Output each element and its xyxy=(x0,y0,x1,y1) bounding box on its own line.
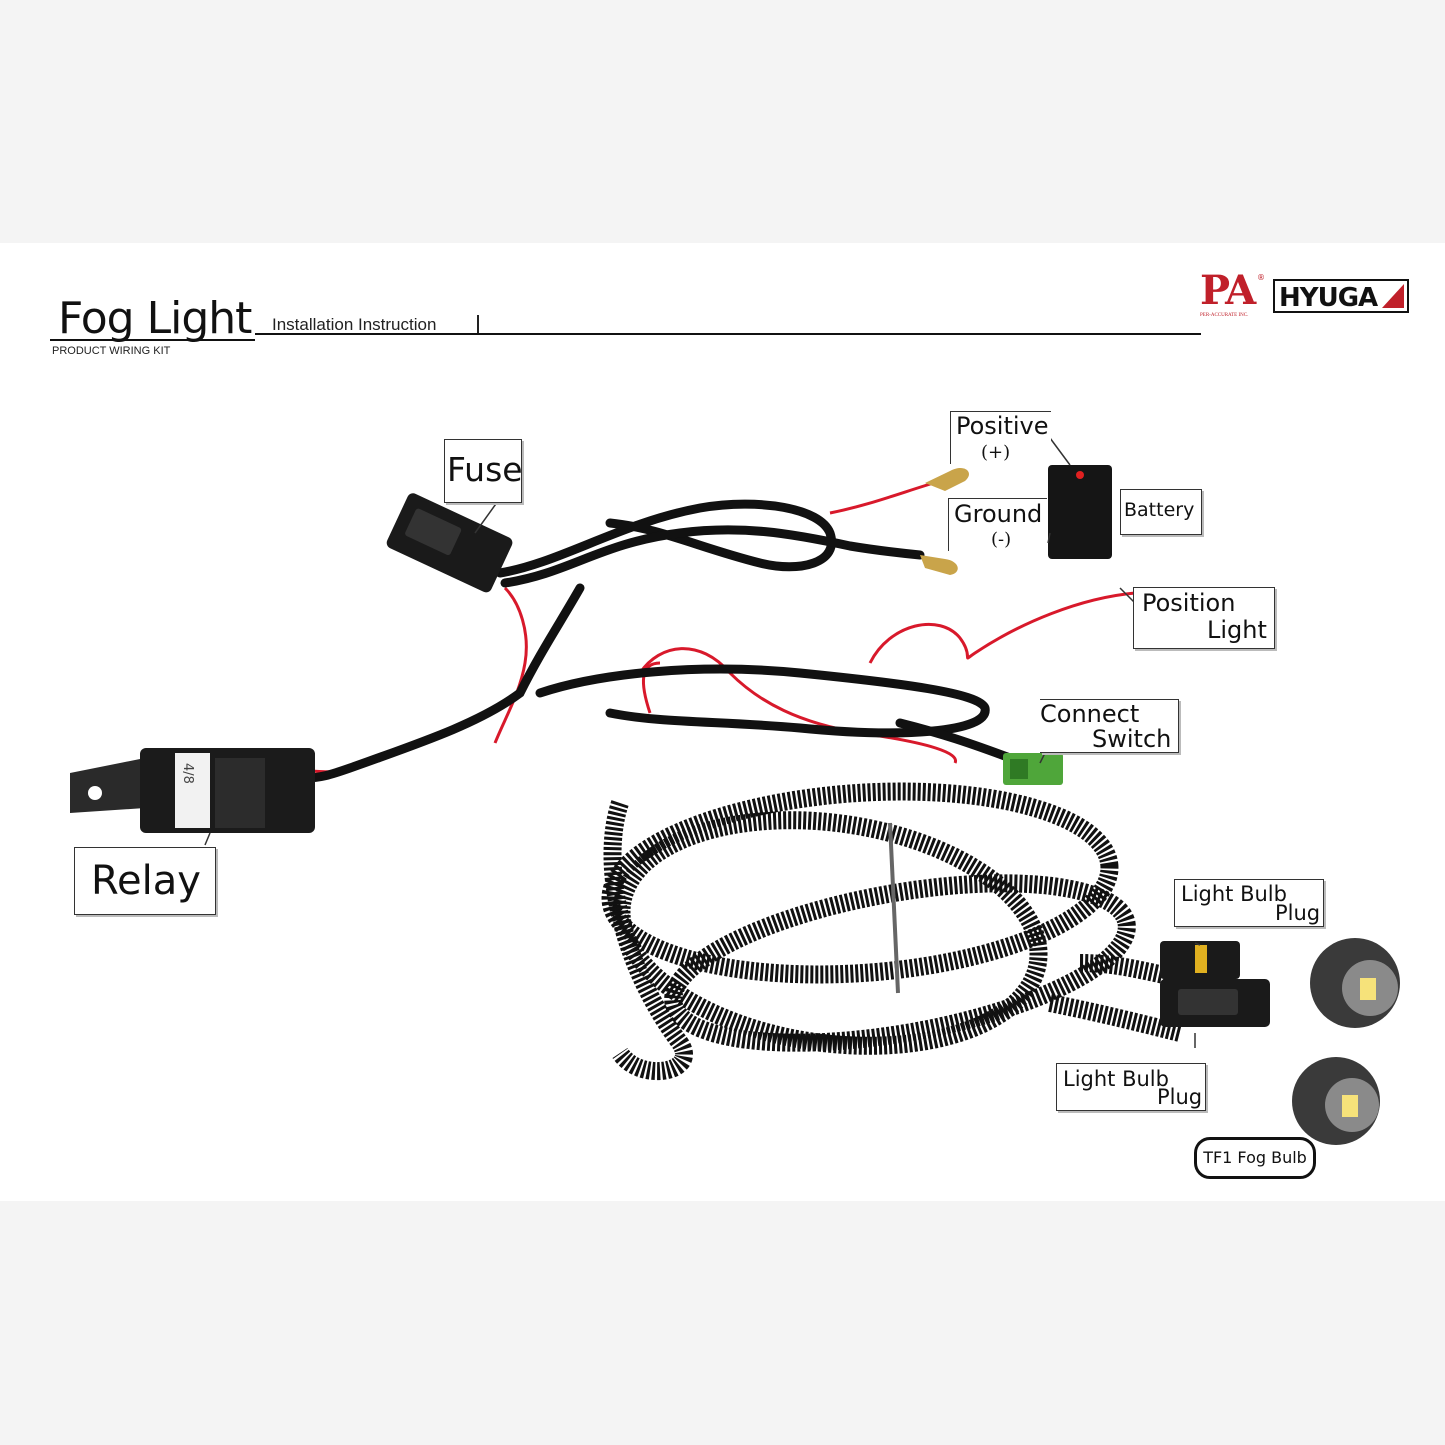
title-underline xyxy=(50,339,255,341)
positive-label: Positive (+) xyxy=(950,411,1051,464)
page-title: Fog Light xyxy=(58,293,251,344)
positive-label-text: Positive xyxy=(956,412,1049,440)
positive-symbol: (+) xyxy=(981,442,1010,463)
connect-switch-line1: Connect xyxy=(1040,700,1139,728)
position-light-red-wire xyxy=(870,593,1135,663)
kit-label: PRODUCT WIRING KIT xyxy=(52,345,170,357)
pa-tagline: PER-ACCURATE INC. xyxy=(1200,313,1248,318)
ground-label: Ground (-) xyxy=(948,498,1047,551)
page-subtitle: Installation Instruction xyxy=(272,315,436,335)
ground-symbol: (-) xyxy=(991,529,1011,550)
relay-unit xyxy=(70,748,315,833)
fuse-red-wire xyxy=(495,588,526,743)
wiring-harness-illustration xyxy=(0,243,1445,1201)
fuse-label: Fuse xyxy=(444,439,522,503)
light-bulb-plug-top-line1: Light Bulb xyxy=(1181,882,1287,906)
ground-label-text: Ground xyxy=(954,500,1042,528)
header-rule xyxy=(255,333,1201,335)
positive-red-wire xyxy=(830,481,940,513)
relay-main-wire xyxy=(305,588,580,778)
light-bulb-plug-top-label: Light Bulb Plug xyxy=(1174,879,1324,927)
bulb-plugs xyxy=(1160,941,1270,1027)
position-light-line1: Position xyxy=(1142,589,1235,617)
light-bulb-plug-bottom-line2: Plug xyxy=(1157,1085,1202,1109)
battery-block xyxy=(1048,465,1112,559)
coiled-harness xyxy=(604,776,1180,1072)
position-light-line2: Light xyxy=(1207,616,1267,644)
fuse-label-text: Fuse xyxy=(447,450,523,489)
relay-label-text: Relay xyxy=(91,858,201,904)
pa-logo: PA xyxy=(1200,271,1254,311)
battery-label-text: Battery xyxy=(1124,499,1194,521)
relay-code: 4/8 xyxy=(180,763,195,784)
light-bulb-plug-bottom-label: Light Bulb Plug xyxy=(1056,1063,1206,1111)
fog-bulbs xyxy=(1292,938,1400,1145)
position-light-label: Position Light xyxy=(1133,587,1275,649)
relay-label: Relay xyxy=(74,847,216,915)
tf1-fog-bulb-label: TF1 Fog Bulb xyxy=(1194,1137,1316,1179)
pa-registered-mark: ® xyxy=(1257,273,1265,282)
light-bulb-plug-bottom-line1: Light Bulb xyxy=(1063,1067,1169,1091)
hyuga-logo-text: HYUGA xyxy=(1279,283,1377,313)
fuse-holder xyxy=(385,491,515,594)
light-bulb-plug-top-line2: Plug xyxy=(1275,901,1320,925)
instruction-sheet: Fog Light Installation Instruction PRODU… xyxy=(0,243,1445,1201)
hyuga-logo-triangle xyxy=(1382,284,1404,308)
connect-switch-line2: Switch xyxy=(1092,725,1171,753)
subtitle-divider xyxy=(477,315,479,335)
connect-switch-label: Connect Switch xyxy=(1040,699,1179,753)
hyuga-logo: HYUGA xyxy=(1273,279,1409,313)
battery-label: Battery xyxy=(1120,489,1202,535)
